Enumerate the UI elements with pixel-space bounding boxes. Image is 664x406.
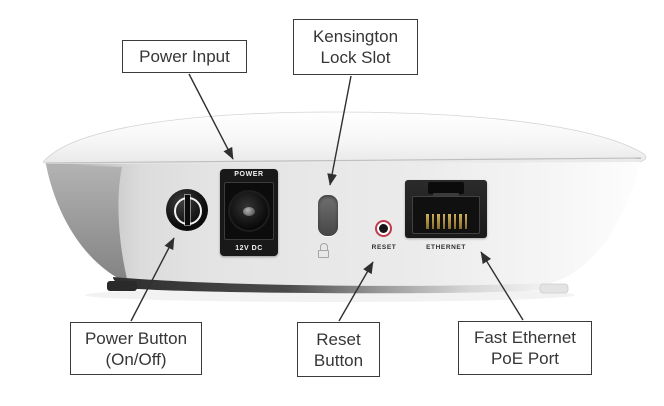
callout-power-button: Power Button (On/Off) — [70, 322, 202, 375]
arrow-ethernet-port — [480, 251, 524, 321]
callout-kensington-lock-slot: Kensington Lock Slot — [293, 19, 418, 75]
device-left-foot — [107, 281, 137, 291]
arrow-power-input — [188, 73, 234, 160]
power-bar-icon — [184, 195, 190, 225]
dc-barrel-jack — [228, 190, 270, 232]
power-voltage-label: 12V DC — [235, 245, 263, 252]
power-port-label: POWER — [234, 171, 264, 178]
device-front-face — [46, 162, 641, 292]
power-jack-recess — [224, 182, 274, 240]
device-bottom-strip — [113, 277, 546, 294]
callout-fast-ethernet-poe-port: Fast Ethernet PoE Port — [458, 321, 592, 375]
callout-ethernet-line1: Fast Ethernet — [473, 328, 577, 347]
callout-power-button-line2: (On/Off) — [105, 349, 167, 369]
ethernet-port-label: ETHERNET — [426, 244, 466, 251]
reset-port-label: RESET — [371, 244, 397, 251]
reset-button-dot — [379, 224, 388, 233]
ethernet-port[interactable] — [405, 180, 487, 238]
callout-kensington-line1: Kensington — [312, 27, 399, 46]
callout-power-input: Power Input — [122, 40, 247, 73]
arrow-reset-button — [338, 261, 374, 322]
lock-icon — [317, 243, 330, 258]
kensington-lock-slot[interactable] — [318, 195, 338, 236]
callout-power-button-line1: Power Button — [84, 328, 188, 348]
device-seam-line — [45, 157, 642, 164]
arrow-kensington — [327, 75, 352, 186]
rj45-gold-pins — [426, 214, 467, 229]
callout-reset-button: Reset Button — [297, 322, 380, 377]
callout-reset-line2: Button — [313, 350, 364, 370]
callout-power-input-text: Power Input — [139, 47, 230, 66]
rj45-recess — [412, 196, 480, 234]
arrow-power-button — [130, 237, 175, 322]
callout-reset-line1: Reset — [316, 329, 361, 349]
dc-jack-pin — [243, 206, 255, 216]
callout-ethernet-line2: PoE Port — [490, 349, 560, 368]
power-button[interactable] — [166, 189, 208, 231]
rj45-clip-notch — [428, 182, 464, 194]
lock-shackle — [319, 243, 328, 250]
device-left-side — [46, 164, 128, 283]
power-input-port[interactable]: POWER 12V DC — [220, 169, 278, 256]
device-top-dome — [42, 111, 647, 166]
lock-body — [318, 250, 329, 258]
device-right-foot — [539, 283, 569, 294]
callout-kensington-line2: Lock Slot — [320, 48, 391, 67]
reset-button[interactable] — [375, 220, 392, 237]
